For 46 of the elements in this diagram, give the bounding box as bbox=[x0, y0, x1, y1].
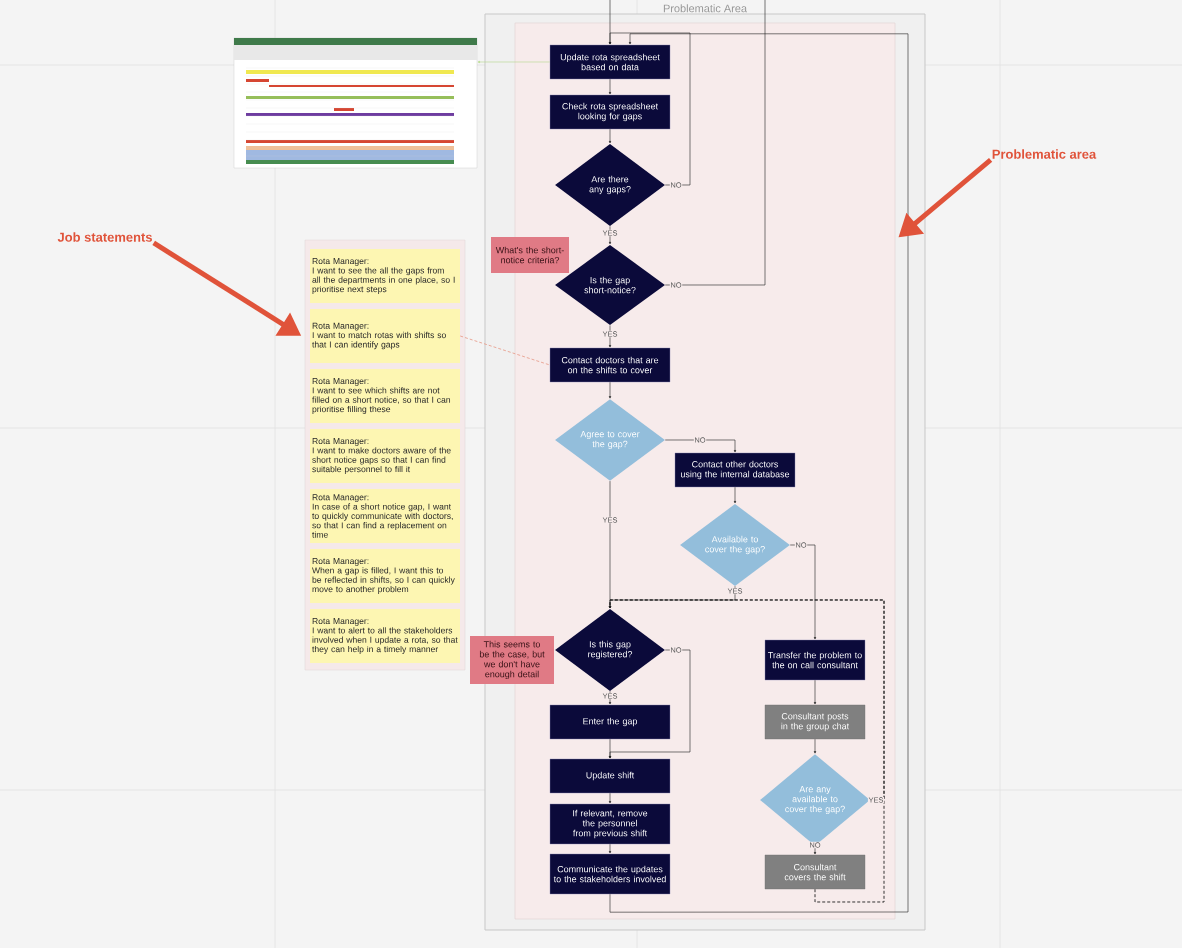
arrow bbox=[609, 33, 909, 913]
arrow bbox=[608, 225, 612, 245]
frame-title: Problematic Area bbox=[663, 4, 747, 13]
arrow bbox=[813, 679, 817, 705]
arrow bbox=[608, 738, 612, 759]
arrow bbox=[608, 690, 612, 705]
arrow bbox=[608, 843, 612, 854]
sticky-note: Rota Manager: When a gap is filled, I want this to be reflected in shifts, so I can quickly move to another problem bbox=[310, 549, 460, 603]
arrow bbox=[608, 381, 612, 399]
connector bbox=[459, 335, 551, 366]
arrow bbox=[813, 738, 817, 754]
connector bbox=[664, 0, 766, 286]
arrow bbox=[813, 845, 817, 855]
process-box: Communicate the updates to the stakeholders involved bbox=[549, 853, 671, 895]
sticky-note: Rota Manager: I want to make doctors aware of the short notice gaps so that I can find suitable personnel to fill it bbox=[310, 429, 460, 483]
arrow bbox=[608, 792, 612, 804]
process-box: Transfer the problem to the on call consultant bbox=[764, 639, 866, 681]
comment-note: What's the short-notice criteria? bbox=[491, 237, 569, 273]
sticky-note: Rota Manager: I want to see the all the gaps from all the departments in one place, so I prioritise next steps bbox=[310, 249, 460, 303]
arrow bbox=[608, 32, 691, 186]
arrow bbox=[664, 439, 737, 453]
process-box: Update shift bbox=[549, 758, 671, 794]
process-box: Enter the gap bbox=[549, 704, 671, 740]
annotation-text: Problematic area bbox=[992, 149, 1097, 159]
spreadsheet-drawing bbox=[233, 37, 478, 169]
arrow bbox=[608, 325, 612, 348]
arrow bbox=[608, 128, 612, 144]
annotation-text: Job statements bbox=[57, 232, 152, 242]
process-box: Contact other doctors using the internal database bbox=[674, 452, 796, 488]
sticky-note: Rota Manager: I want to match rotas with shifts so that I can identify gaps bbox=[310, 309, 460, 363]
process-box: Consultant posts in the group chat bbox=[764, 704, 866, 740]
process-box: If relevant, remove the personnel from previous shift bbox=[549, 803, 671, 845]
process-box: Consultant covers the shift bbox=[764, 854, 866, 890]
arrow bbox=[733, 486, 737, 504]
arrow bbox=[608, 78, 612, 95]
arrow bbox=[608, 599, 885, 903]
process-box: Check rota spreadsheet looking for gaps bbox=[549, 94, 671, 130]
process-box: Contact doctors that are on the shifts to cover bbox=[549, 347, 671, 383]
sticky-note: Rota Manager: I want to see which shifts are not filled on a short notice, so that I can prioritise filling these bbox=[310, 369, 460, 423]
sticky-note: Rota Manager: In case of a short notice gap, I want to quickly communicate with doctors, so that I can find a replacement on time bbox=[310, 489, 460, 543]
sticky-note: Rota Manager: I want to alert to all the stakeholders involved when I update a rota, so that they can help in a timely manner bbox=[310, 609, 460, 663]
comment-note: This seems to be the case, but we don't have enough detail bbox=[470, 636, 554, 684]
arrow bbox=[608, 585, 736, 609]
arrow bbox=[789, 544, 817, 640]
arrow bbox=[477, 60, 551, 64]
process-box: Update rota spreadsheet based on data bbox=[549, 44, 671, 80]
